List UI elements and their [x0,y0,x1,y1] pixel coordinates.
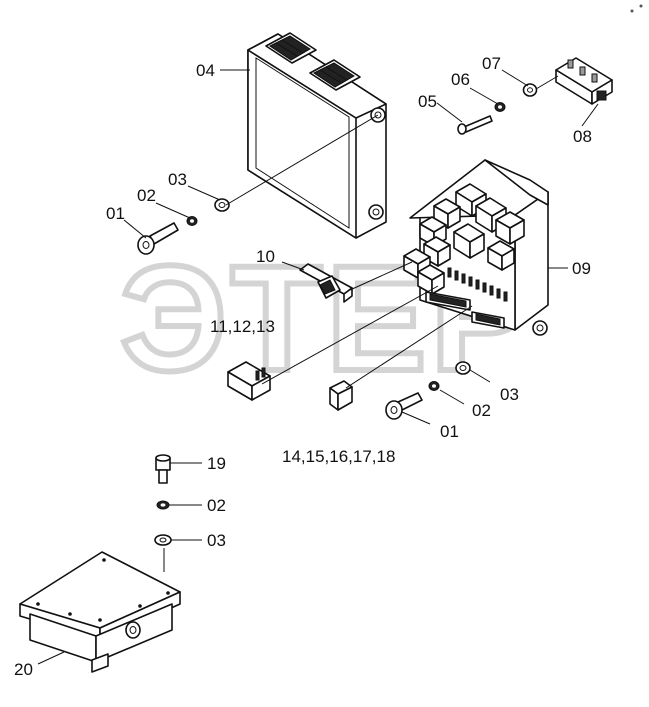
label-19: 19 [207,454,226,473]
fuse-14-18 [329,380,353,411]
label-04: 04 [196,61,215,80]
corner-mark [630,4,643,13]
part-labels: 04 05 06 07 08 03 02 01 10 09 11,12,13 0… [14,54,592,679]
bolt-01-upper [137,222,179,255]
label-08: 08 [573,127,592,146]
lock-washer-06 [494,102,506,112]
flat-washer-03-middle [455,361,471,375]
label-01-upper: 01 [106,204,125,223]
label-02-upper: 02 [137,186,156,205]
label-20: 20 [14,660,33,679]
label-02-middle: 02 [472,401,491,420]
flat-washer-03-upper [214,198,230,212]
flat-washer-07 [522,83,538,97]
flat-washer-03-lower [154,534,172,546]
fuse-relay-box [403,159,549,336]
label-02-lower: 02 [207,496,226,515]
lock-washer-02-lower [156,500,170,510]
label-11-12-13: 11,12,13 [210,317,275,336]
label-01-middle: 01 [440,422,459,441]
terminal-block-08 [555,57,613,105]
label-09: 09 [572,259,591,278]
ecu-control-unit [247,32,387,239]
lock-washer-02-upper [186,216,198,226]
label-05: 05 [418,92,437,111]
screw-05 [457,115,493,135]
bolt-01-middle [385,392,423,420]
controller-box-20 [19,551,181,673]
lock-washer-02-middle [428,381,440,391]
fuse-link-10 [299,263,353,303]
label-03-middle: 03 [500,385,519,404]
bolt-19 [155,454,171,484]
label-03-upper: 03 [168,170,187,189]
label-14-18: 14,15,16,17,18 [282,447,395,466]
leader-lines [37,69,599,665]
label-03-lower: 03 [207,531,226,550]
relay-11-12-13 [227,361,271,401]
label-10: 10 [256,247,275,266]
label-06: 06 [451,70,470,89]
label-07: 07 [482,54,501,73]
